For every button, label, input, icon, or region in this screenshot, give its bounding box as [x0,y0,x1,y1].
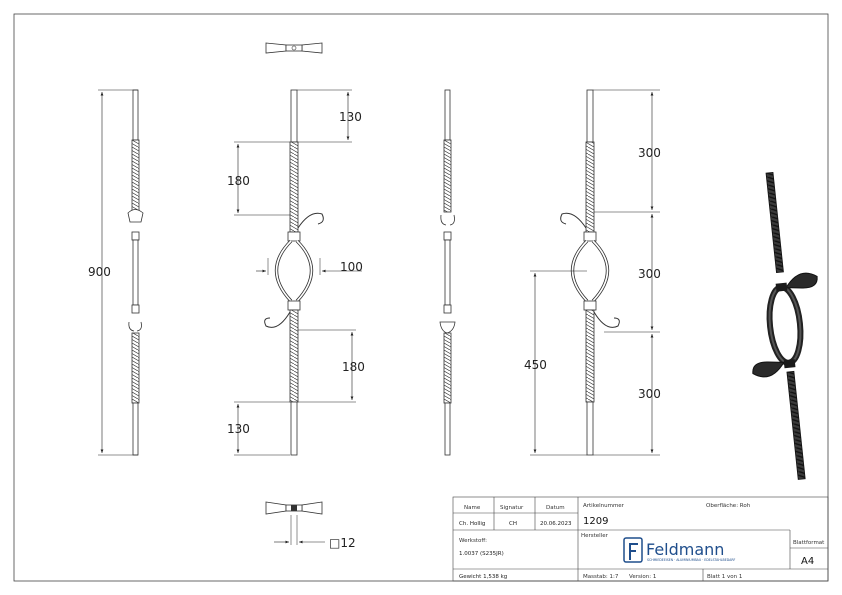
tb-hdr-signatur: Signatur [500,505,524,511]
side-view-2 [439,89,456,456]
tb-artikelnummer-value: 1209 [583,516,608,527]
dim-center-height: 450 [524,358,547,372]
tb-blatt: Blatt 1 von 1 [707,574,742,580]
tb-val-name: Ch. Hollig [459,521,485,527]
side-view-1 [98,89,144,456]
logo-text: Feldmann [646,540,724,559]
front-view [234,42,362,545]
dim-segment-middle: 300 [638,267,661,281]
tb-werkstoff-value: 1.0037 (S235JR) [459,551,504,557]
feldmann-logo: Feldmann SCHMIEDEEISEN · ALUMINIUMBAU · … [623,537,736,563]
sheet-frame [13,13,829,582]
tb-oberflaeche: Oberfläche: Roh [706,503,751,509]
tb-blattformat-value: A4 [801,556,814,567]
dim-bottom-straight: 130 [227,422,250,436]
tb-artikelnummer-label: Artikelnummer [583,503,625,509]
tb-werkstoff-label: Werkstoff: [459,538,487,544]
tb-version: Version: 1 [629,574,656,580]
tb-massstab: Masstab: 1:7 [583,574,619,580]
title-block-lines [452,496,829,582]
tb-blattformat-label: Blattformat [793,540,825,546]
tb-hersteller-label: Hersteller [581,533,609,539]
tb-gewicht: Gewicht 1,538 kg [459,574,507,580]
tb-hdr-name: Name [464,505,481,511]
tb-hdr-datum: Datum [546,505,565,511]
dim-total-height: 900 [88,265,111,279]
dim-segment-lower: 300 [638,387,661,401]
dim-lower-twist: 180 [342,360,365,374]
front-view-dimensioned [530,89,660,456]
dim-segment-upper: 300 [638,146,661,160]
dim-square-section: □12 [329,536,356,550]
dim-upper-twist: 180 [227,174,250,188]
dim-top-straight: 130 [339,110,362,124]
dim-ring-width: 100 [340,260,363,274]
logo-subtitle: SCHMIEDEEISEN · ALUMINIUMBAU · EDELSTAHL… [647,558,736,562]
tb-val-signatur: CH [509,521,517,527]
tb-val-datum: 20.06.2023 [540,521,572,527]
isometric-render [752,171,818,480]
